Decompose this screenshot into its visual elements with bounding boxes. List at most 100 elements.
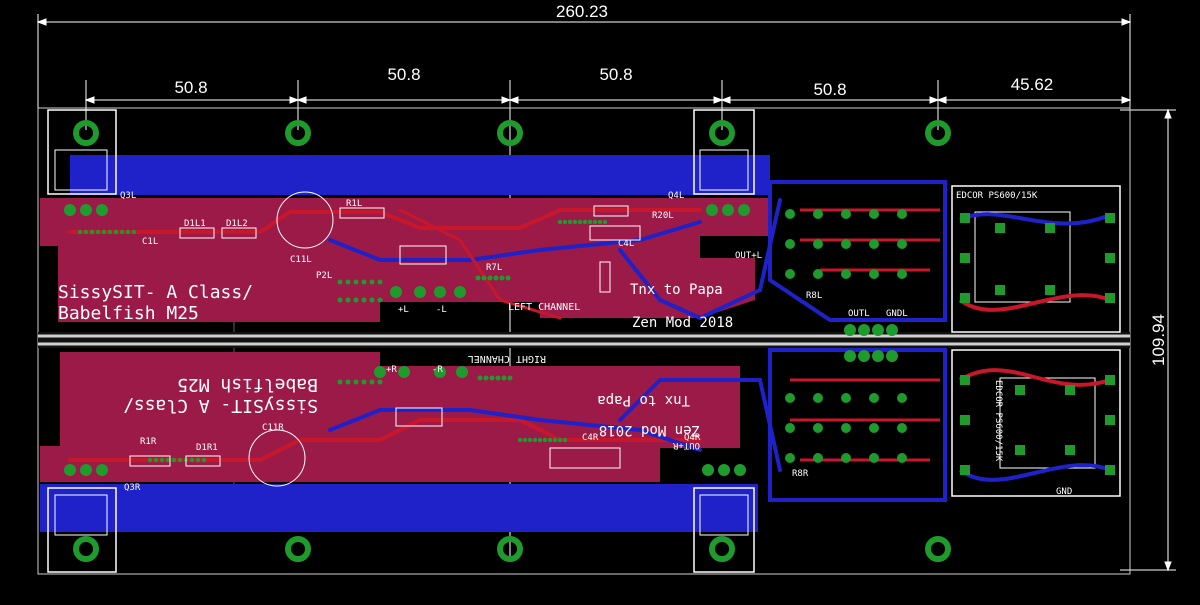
pad: [477, 375, 483, 381]
pad: [505, 275, 511, 281]
pad: [897, 423, 907, 433]
pad: [95, 229, 101, 235]
ref-q3l: Q3L: [120, 191, 136, 201]
mount-hole: [73, 120, 99, 146]
pad: [398, 366, 410, 378]
ref-c11r: C11R: [262, 423, 284, 433]
pad: [734, 464, 746, 476]
diode-d1r: [185, 455, 221, 467]
pad: [542, 437, 548, 443]
pad: [592, 219, 598, 225]
pad: [1065, 445, 1075, 455]
pad: [434, 366, 446, 378]
pad: [361, 379, 367, 385]
mount-hole: [497, 120, 523, 146]
pad: [64, 464, 76, 476]
pad: [493, 275, 499, 281]
pad: [89, 229, 95, 235]
mount-hole: [709, 120, 735, 146]
dim-seg4: 50.8: [813, 80, 846, 99]
pad: [454, 286, 466, 298]
ref-c11l: C11L: [290, 255, 312, 265]
pad: [785, 453, 795, 463]
dim-seg1: 50.8: [174, 78, 207, 97]
right-title-line1: SissySIT- A Class/: [123, 395, 318, 416]
transformer-label-top: EDCOR PS600/15K: [956, 191, 1038, 201]
mount-hole: [709, 536, 735, 562]
pad: [813, 393, 823, 403]
pad: [582, 219, 588, 225]
pad: [897, 239, 907, 249]
pad: [361, 297, 367, 303]
pad: [897, 453, 907, 463]
ref-r1r: R1R: [140, 437, 157, 447]
mount-hole: [73, 536, 99, 562]
pad: [353, 279, 359, 285]
left-title-line2: Babelfish M25: [58, 303, 199, 324]
pad: [869, 393, 879, 403]
pad: [171, 457, 177, 463]
ref-r7l: R7L: [486, 263, 502, 273]
right-channel-label: RIGHT CHANNEL: [468, 353, 546, 364]
pad: [369, 279, 375, 285]
mounting-holes: [73, 120, 951, 562]
pad: [1065, 385, 1075, 395]
pad: [869, 209, 879, 219]
gndl-label: GNDL: [886, 309, 908, 319]
ref-r20l: R20L: [652, 211, 674, 221]
traces: [68, 198, 782, 472]
pad: [1105, 415, 1115, 425]
pad: [869, 269, 879, 279]
pad: [813, 239, 823, 249]
pad: [475, 275, 481, 281]
pad: [597, 219, 603, 225]
pad: [552, 437, 558, 443]
pad: [785, 269, 795, 279]
ref-c4l: C4L: [618, 239, 634, 249]
mount-hole: [285, 120, 311, 146]
pad: [960, 375, 970, 385]
regulator-block-r: [395, 407, 443, 427]
mount-hole: [925, 120, 951, 146]
pad: [897, 393, 907, 403]
pad: [718, 464, 730, 476]
ref-p2l: P2L: [316, 271, 332, 281]
pad: [841, 423, 851, 433]
ref-d1l1: D1L1: [184, 219, 206, 229]
resistor-r20l: [593, 205, 629, 217]
mod-label-left: Zen Mod 2018: [632, 315, 733, 331]
mount-hole: [285, 536, 311, 562]
pad: [858, 350, 870, 362]
pad: [101, 229, 107, 235]
pad: [1105, 293, 1115, 303]
outl-label: OUTL: [848, 309, 870, 319]
pad: [995, 285, 1005, 295]
pad: [131, 229, 137, 235]
pad: [337, 279, 343, 285]
pad: [434, 286, 446, 298]
pad: [361, 279, 367, 285]
pad: [567, 219, 573, 225]
pad: [841, 239, 851, 249]
pad: [369, 297, 375, 303]
ref-r1l: R1L: [346, 199, 362, 209]
component-outlines: [129, 191, 641, 487]
pad: [858, 324, 870, 336]
mount-hole: [925, 536, 951, 562]
pad: [80, 464, 92, 476]
pad: [562, 219, 568, 225]
pad: [841, 393, 851, 403]
resistor-r7l: [599, 261, 611, 293]
pad: [517, 437, 523, 443]
pad: [165, 457, 171, 463]
plus-l-label: +L: [398, 305, 409, 315]
pad: [785, 209, 795, 219]
pad: [577, 219, 583, 225]
pad: [722, 204, 734, 216]
transformer-label-bottom: EDCOR PS600/15K: [993, 380, 1003, 462]
ref-c4r: C4R: [582, 433, 599, 443]
pad: [897, 269, 907, 279]
pad: [869, 423, 879, 433]
pad: [345, 297, 351, 303]
pad: [1045, 285, 1055, 295]
